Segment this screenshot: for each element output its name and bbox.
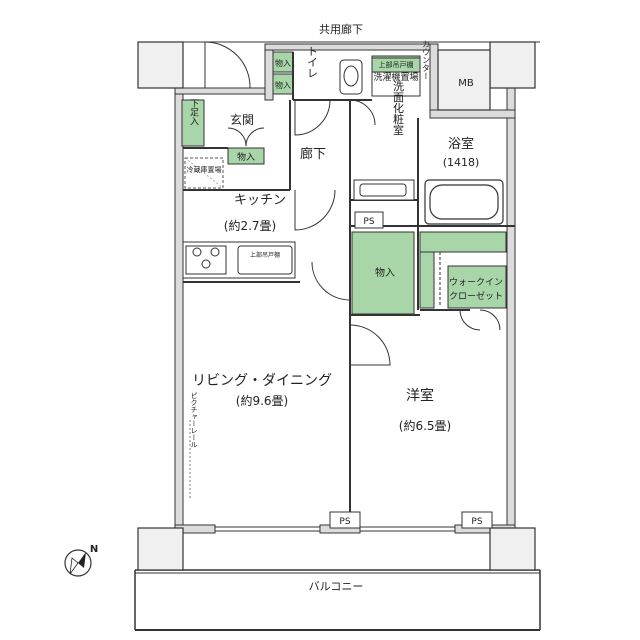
bathroom-label: 浴室: [448, 136, 474, 152]
kitchen-counter: [182, 241, 296, 279]
windows: [215, 526, 455, 532]
bathroom-size-label: (1418): [443, 156, 480, 169]
kitchen-size-label: (約2.7畳): [224, 218, 276, 233]
counter-label: カウンター: [422, 40, 431, 80]
storage-areas: [181, 51, 507, 315]
ps-label-3: PS: [471, 517, 482, 527]
bathtub-icon: [424, 179, 504, 225]
living-size-label: (約9.6畳): [236, 393, 288, 408]
fridge-diagonal: [184, 157, 224, 189]
common-corridor-label: 共用廊下: [319, 22, 363, 36]
western-room-size-label: (約6.5畳): [399, 418, 451, 433]
ps-label-2: PS: [339, 517, 350, 527]
fridge-label: 冷蔵庫置場: [187, 165, 222, 174]
mb-label: MB: [458, 78, 474, 89]
entrance-label: 玄関: [230, 112, 254, 127]
toilet-storage-label-2: 物入: [275, 80, 291, 90]
washer-area: [371, 57, 421, 97]
walkin-label: ウォークイン: [449, 277, 503, 288]
balcony-area: [134, 569, 541, 631]
washer-label: 洗濯機置場: [373, 71, 418, 83]
western-room-label: 洋室: [406, 387, 434, 404]
ps-label-1: PS: [363, 217, 374, 227]
washbasin-bowl: [359, 183, 407, 197]
shoe-closet-label: 下足入: [188, 99, 199, 126]
toilet-label: トイレ: [306, 46, 319, 79]
toilet-storage-label-1: 物入: [275, 58, 291, 68]
north-label: N: [90, 544, 98, 555]
washroom-label: 洗面化粧室: [392, 80, 405, 135]
walkin-label-2: クローゼット: [449, 290, 503, 302]
hallway-label: 廊下: [300, 146, 326, 162]
storage-label: 物入: [375, 266, 395, 279]
doors: [204, 41, 501, 366]
picture-rail-label: ピクチャーレール: [190, 392, 198, 448]
balcony-label: バルコニー: [309, 580, 364, 593]
kitchen-upper-cabinet-label: 上部吊戸棚: [250, 251, 280, 259]
columns: [137, 41, 536, 571]
kitchen-label: キッチン: [234, 193, 286, 208]
toilet-fixture: [339, 59, 363, 95]
fridge-box: [184, 157, 224, 189]
entrance-storage-label: 物入: [237, 151, 255, 163]
upper-cabinet-label: 上部吊戸棚: [379, 60, 414, 69]
ps-boxes: [329, 211, 493, 529]
north-compass-icon: [64, 549, 92, 577]
living-label: リビング・ダイニング: [192, 373, 332, 389]
